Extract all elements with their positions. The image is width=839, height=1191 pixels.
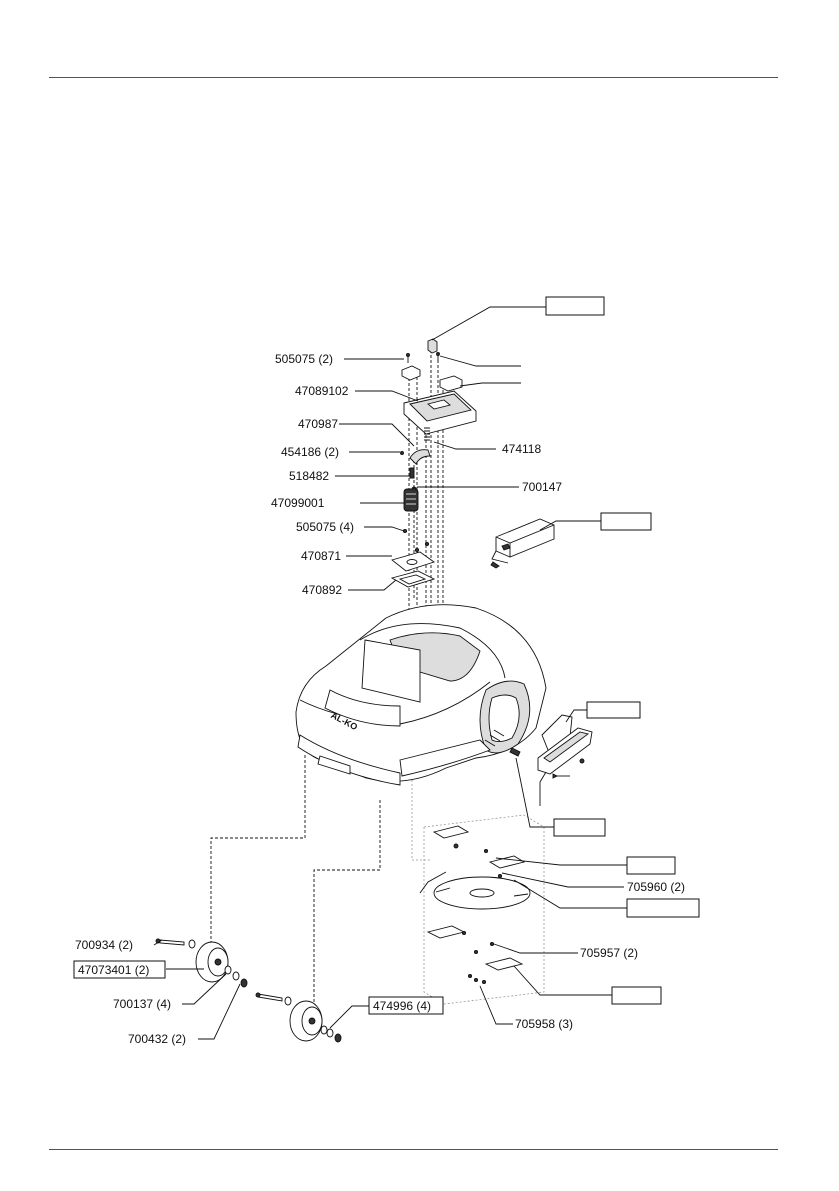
label-700147: 700147 [522,480,562,494]
label-474118: 474118 [502,442,541,456]
part-labels: 505075 (2) 47089102 470987 454186 (2) 51… [73,352,685,1046]
label-700432-2: 700432 (2) [128,1032,186,1046]
side-covers [509,714,593,779]
label-box-474996 [368,996,444,1015]
label-518482: 518482 [289,469,329,483]
ref-box-cover [586,701,641,719]
label-705958-3: 705958 (3) [515,1017,573,1031]
label-47073401-2: 47073401 (2) [78,963,149,977]
bottom-red-rule [49,1149,778,1150]
label-box-47073401 [73,960,166,979]
reference-boxes [545,296,700,1005]
label-705960-2: 705960 (2) [627,880,685,894]
battery-pack [490,518,555,569]
label-700137-4: 700137 (4) [113,997,171,1011]
ref-box-blade-disc [626,898,700,918]
label-470892: 470892 [302,583,342,597]
label-474996-4: 474996 (4) [373,999,431,1013]
ref-box-blade-set [611,986,662,1005]
ref-box-side-cover [553,818,606,837]
label-505075-2: 505075 (2) [275,352,333,366]
top-parts [390,338,477,588]
top-red-rule [49,77,778,78]
mower-body: AL-KO [295,604,547,786]
label-700934-2: 700934 (2) [75,938,133,952]
label-470871: 470871 [301,549,341,563]
label-47099001: 47099001 [271,496,325,510]
ref-box-blade-holder [626,856,676,875]
label-454186-2: 454186 (2) [281,445,339,459]
wheel-right [255,992,342,1043]
label-47089102: 47089102 [295,384,349,398]
label-470987: 470987 [298,417,338,431]
ref-box-top [545,296,605,316]
ref-box-battery [600,512,652,531]
label-705957-2: 705957 (2) [580,946,638,960]
leader-lines [153,306,627,1040]
wheel-left [155,938,248,988]
label-505075-4: 505075 (4) [296,520,354,534]
blade-assembly [423,814,545,1005]
